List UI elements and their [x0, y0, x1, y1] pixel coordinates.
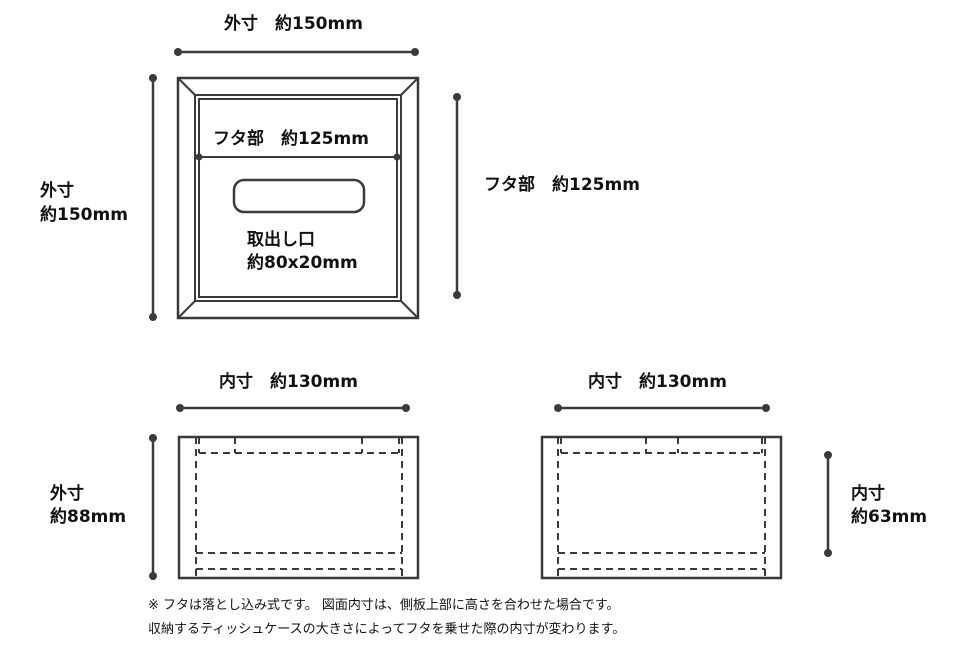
lid-label-inside: フタ部 約125mm: [213, 129, 369, 149]
note-line-1: ※ フタは落とし込み式です。 図面内寸は、側板上部に高さを合わせた場合です。: [148, 598, 620, 613]
left-inner-width-label: 内寸 約130mm: [219, 372, 358, 392]
top-outer-height-label-2: 約150mm: [40, 205, 128, 225]
left-outer-height-label-2: 約88mm: [50, 507, 127, 527]
right-inner-height-label-1: 内寸: [851, 484, 885, 504]
top-outer-height-label-1: 外寸: [40, 181, 74, 201]
opening-label-2: 約80x20mm: [247, 253, 358, 273]
top-outer-width-label: 外寸 約150mm: [224, 14, 363, 34]
lid-label-right: フタ部 約125mm: [484, 175, 640, 195]
left-outer-height-label-1: 外寸: [50, 484, 84, 504]
opening-label-1: 取出し口: [247, 230, 315, 250]
note-line-2: 収納するティッシュケースの大きさによってフタを乗せた際の内寸が変わります。: [148, 622, 626, 637]
right-inner-height-label-2: 約63mm: [851, 507, 928, 527]
right-inner-width-label: 内寸 約130mm: [588, 372, 727, 392]
